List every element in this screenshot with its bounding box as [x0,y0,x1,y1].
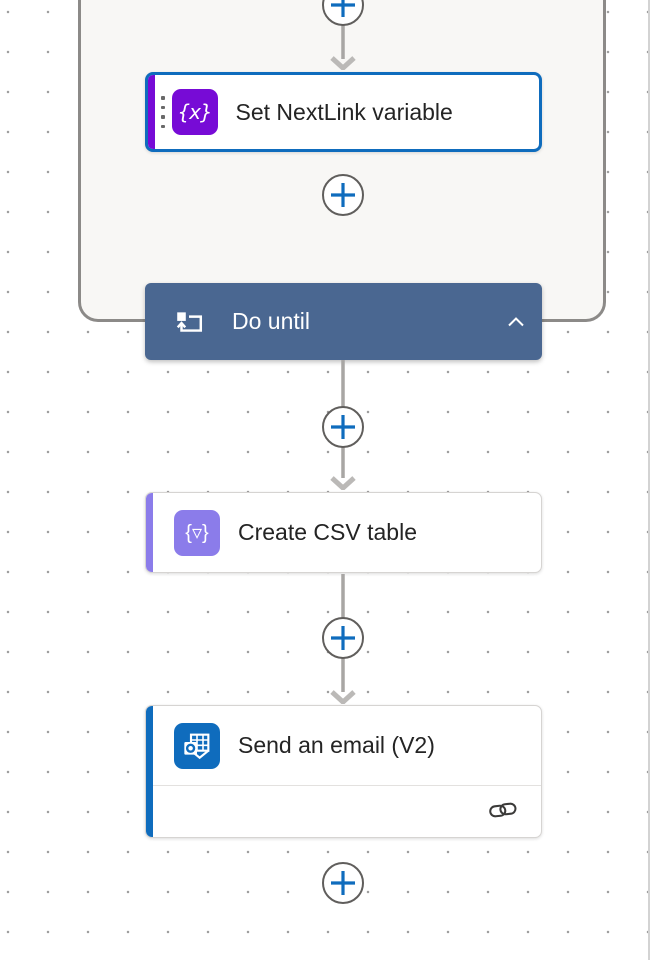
data-operation-glyph: {▿} [185,522,209,544]
connector-arrow [330,24,356,70]
do-until-header[interactable]: Do until [145,283,542,360]
variable-glyph: {x} [177,100,212,124]
card-divider [153,785,541,786]
variable-icon: {x} [171,89,218,135]
collapse-button[interactable] [502,308,530,336]
drag-handle[interactable] [161,96,165,128]
connection-link-button[interactable] [486,795,521,827]
outlook-glyph [184,733,210,759]
canvas-edge-line [648,0,650,960]
plus-icon [331,871,355,895]
action-card-send-an-email[interactable]: Send an email (V2) [145,705,542,838]
action-accent-bar [148,75,155,149]
action-title: Set NextLink variable [235,98,453,125]
outlook-icon [174,722,220,769]
action-title: Send an email (V2) [238,732,435,758]
data-operation-icon: {▿} [174,509,220,556]
chevron-up-icon [508,316,524,326]
insert-action-button[interactable] [322,862,364,904]
action-card-create-csv-table[interactable]: {▿} Create CSV table [145,492,542,573]
plus-icon [331,0,355,17]
action-accent-bar [146,706,153,837]
insert-action-button[interactable] [322,406,364,448]
do-until-loop-icon [176,311,203,332]
plus-icon [331,626,355,650]
link-icon [489,802,517,818]
insert-action-button[interactable] [322,174,364,216]
action-card-set-nextlink-variable[interactable]: {x} Set NextLink variable [145,72,542,152]
action-title: Create CSV table [238,519,417,545]
action-accent-bar [146,493,153,572]
plus-icon [331,183,355,207]
scope-title: Do until [232,308,310,334]
insert-action-button[interactable] [322,617,364,659]
plus-icon [331,415,355,439]
